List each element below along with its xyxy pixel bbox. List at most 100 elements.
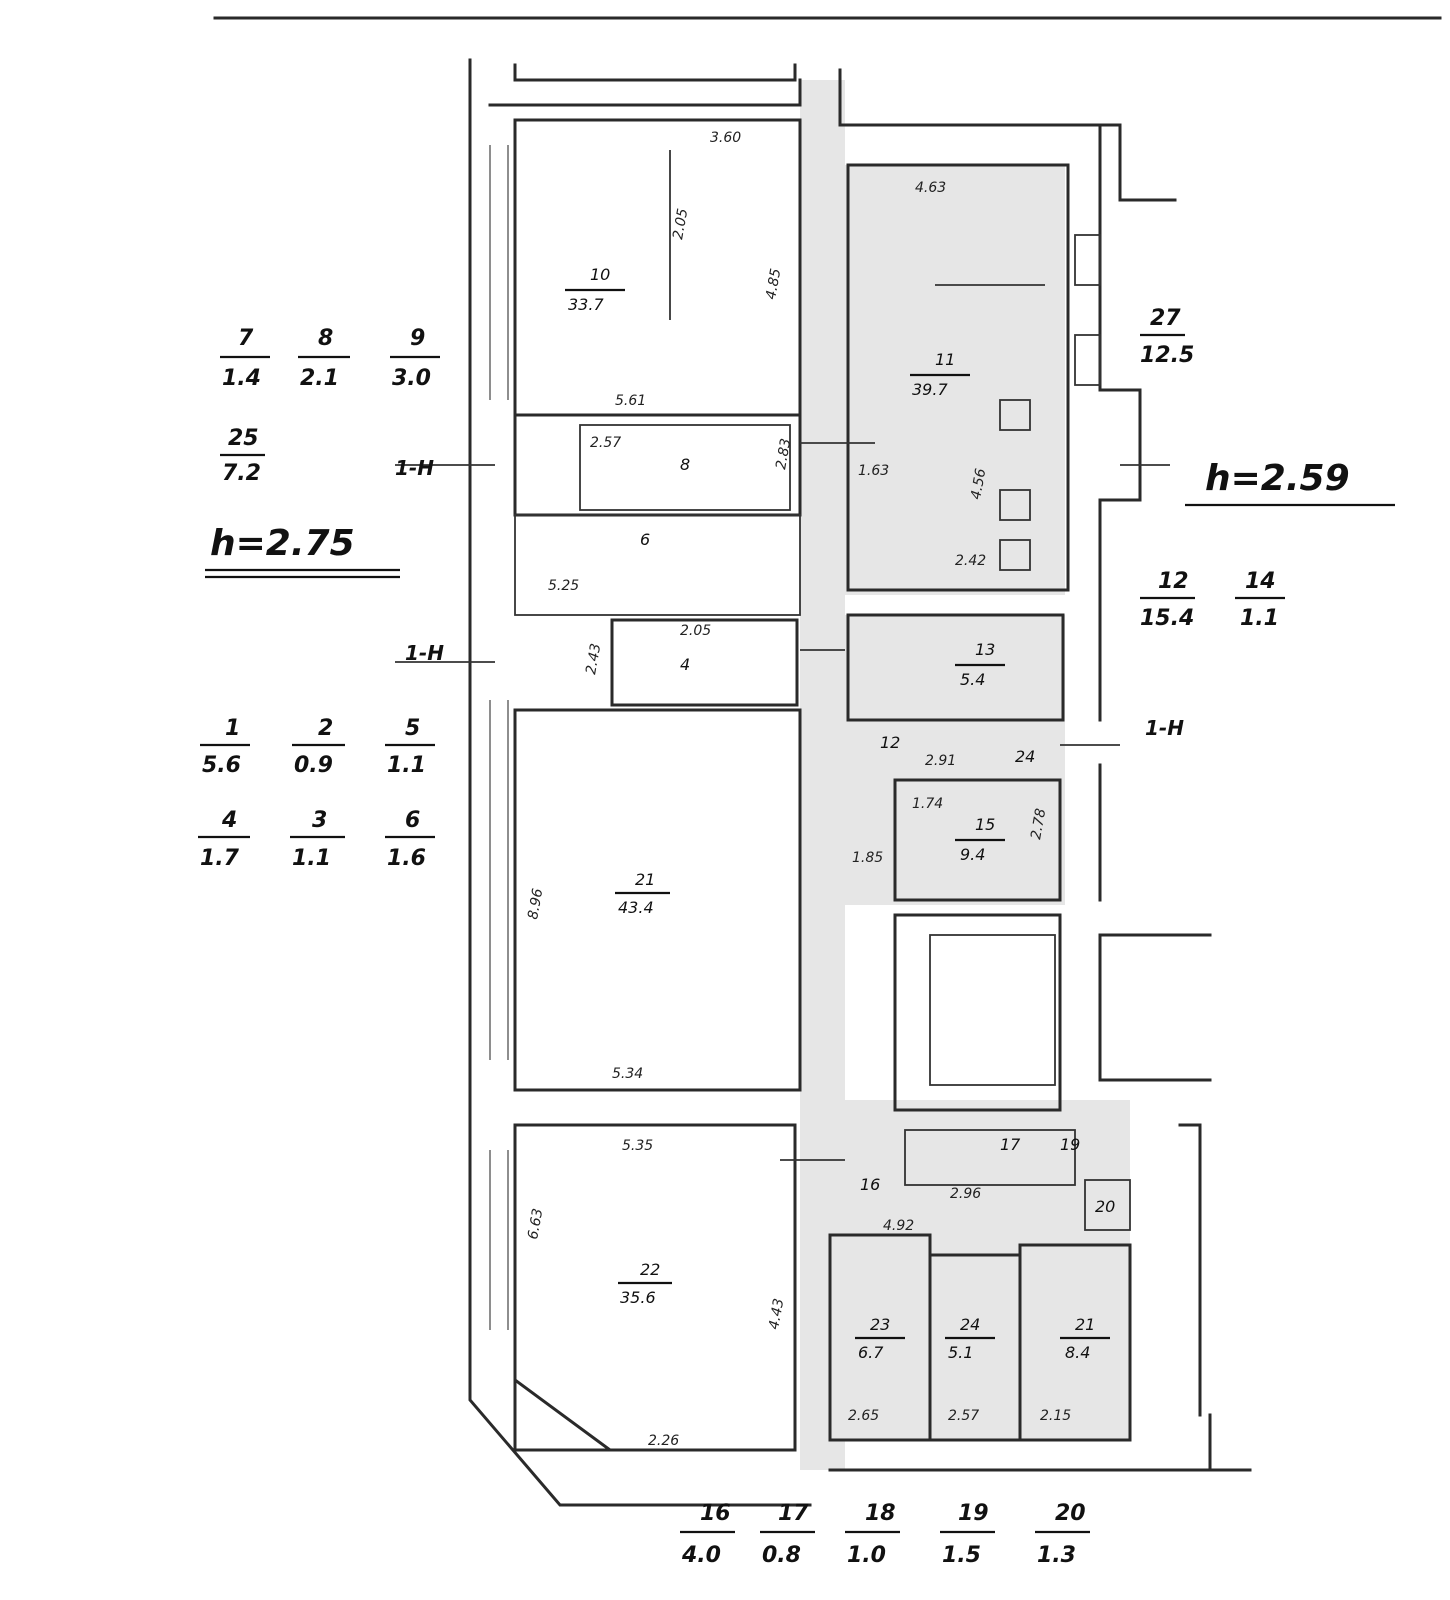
- room-21b-number: 21: [1075, 1315, 1095, 1334]
- room-10-number: 10: [590, 265, 610, 284]
- legend-18: 18 1.0: [845, 1501, 900, 1568]
- legend-12-area: 15.4: [1140, 606, 1194, 631]
- room-13-area: 5.4: [960, 670, 985, 689]
- legend-25: 25 7.2: [220, 426, 265, 486]
- dim-2: 2.05: [670, 207, 691, 241]
- dim-14: 8.96: [525, 887, 546, 921]
- dim-5: 2.57: [590, 435, 621, 451]
- dim-13: 5.35: [622, 1138, 653, 1154]
- legend-14-number: 14: [1245, 569, 1276, 594]
- legend-4-area: 1.7: [200, 846, 240, 871]
- height-note-left: h=2.75: [205, 523, 400, 579]
- room-10-label: 10 33.7: [565, 265, 625, 314]
- legend-7: 7 1.4: [220, 326, 270, 391]
- legend-2-number: 2: [318, 716, 333, 741]
- small-label-20: 20: [1095, 1197, 1115, 1216]
- room-22-label: 22 35.6: [618, 1260, 672, 1307]
- legend-5-number: 5: [405, 716, 420, 741]
- dim-19: 2.57: [948, 1408, 979, 1424]
- legend-4-number: 4: [221, 808, 237, 833]
- legend-3: 3 1.1: [290, 808, 345, 871]
- connection-tag-upper: 1-H: [395, 456, 434, 480]
- small-label-24: 24: [1015, 747, 1035, 766]
- dim-3: 4.85: [763, 267, 784, 301]
- legend-8-area: 2.1: [300, 366, 339, 391]
- room-21b-label: 21 8.4: [1060, 1315, 1110, 1362]
- legend-14: 14 1.1: [1235, 569, 1285, 631]
- room-11-number: 11: [935, 350, 955, 369]
- legend-18-number: 18: [865, 1501, 896, 1526]
- legend-25-area: 7.2: [222, 461, 261, 486]
- dim-9: 5.25: [548, 578, 579, 594]
- legend-9-number: 9: [410, 326, 425, 351]
- dim-18: 2.65: [848, 1408, 879, 1424]
- legend-16: 16 4.0: [680, 1501, 735, 1568]
- left-block-walls: [513, 118, 802, 1452]
- room-24-number: 24: [960, 1315, 980, 1334]
- dim-24: 1.74: [912, 796, 943, 812]
- legend-8: 8 2.1: [298, 326, 350, 391]
- small-label-8: 8: [680, 455, 690, 474]
- dim-6: 4.63: [915, 180, 946, 196]
- height-right-text: h=2.59: [1205, 458, 1350, 499]
- dim-11: 2.05: [680, 623, 711, 639]
- height-left-text: h=2.75: [210, 523, 355, 564]
- legend-7-area: 1.4: [222, 366, 261, 391]
- legend-19-area: 1.5: [942, 1543, 981, 1568]
- legend-20-number: 20: [1055, 1501, 1086, 1526]
- legend-1: 1 5.6: [200, 716, 250, 778]
- legend-17-area: 0.8: [762, 1543, 801, 1568]
- room-24-label: 24 5.1: [945, 1315, 995, 1362]
- room-13-number: 13: [975, 640, 995, 659]
- dim-20: 2.15: [1040, 1408, 1071, 1424]
- legend-18-area: 1.0: [847, 1543, 886, 1568]
- legend-2-area: 0.9: [294, 753, 333, 778]
- small-label-19: 19: [1060, 1135, 1080, 1154]
- legend-4: 4 1.7: [198, 808, 250, 871]
- dim-7: 1.63: [858, 463, 889, 479]
- dim-4: 5.61: [615, 393, 646, 409]
- legend-20: 20 1.3: [1035, 1501, 1090, 1568]
- legend-19-number: 19: [958, 1501, 989, 1526]
- room-21-label: 21 43.4: [615, 870, 670, 917]
- legend-6-number: 6: [405, 808, 420, 833]
- legend-16-number: 16: [700, 1501, 731, 1526]
- small-label-4: 4: [680, 655, 690, 674]
- legend-27: 27 12.5: [1140, 306, 1194, 368]
- legend-8-number: 8: [318, 326, 333, 351]
- legend-5: 5 1.1: [385, 716, 435, 778]
- room-21-area: 43.4: [618, 898, 654, 917]
- height-note-right: h=2.59: [1185, 458, 1395, 507]
- room-21b-area: 8.4: [1065, 1343, 1090, 1362]
- dim-22: 2.96: [950, 1186, 981, 1202]
- legend-12-number: 12: [1158, 569, 1189, 594]
- room-22-area: 35.6: [620, 1288, 656, 1307]
- dim-28: 2.42: [955, 553, 986, 569]
- legend-17-number: 17: [778, 1501, 809, 1526]
- dim-16: 6.63: [525, 1207, 546, 1240]
- legend-14-area: 1.1: [1240, 606, 1279, 631]
- legend-20-area: 1.3: [1037, 1543, 1076, 1568]
- right-block-walls: [828, 163, 1132, 1442]
- legend-3-area: 1.1: [292, 846, 331, 871]
- room-11-area: 39.7: [912, 380, 948, 399]
- dim-12: 5.34: [612, 1066, 643, 1082]
- room-23-area: 6.7: [858, 1343, 884, 1362]
- legend-1-number: 1: [225, 716, 240, 741]
- left-window-hatching: [489, 145, 509, 1330]
- room-24-area: 5.1: [948, 1343, 973, 1362]
- wall-ticks: [395, 442, 1170, 1161]
- room-15-label: 15 9.4: [955, 815, 1005, 864]
- dim-21: 4.92: [883, 1218, 914, 1234]
- small-label-17: 17: [1000, 1135, 1021, 1154]
- small-label-12: 12: [880, 733, 900, 752]
- legend-2: 2 0.9: [292, 716, 345, 778]
- legend-27-area: 12.5: [1140, 343, 1194, 368]
- legend-7-number: 7: [238, 326, 254, 351]
- room-22-number: 22: [640, 1260, 660, 1279]
- room-10-area: 33.7: [568, 295, 604, 314]
- room-21-number: 21: [635, 870, 655, 889]
- dim-10: 2.43: [583, 642, 604, 675]
- dim-25: 1.85: [852, 850, 883, 866]
